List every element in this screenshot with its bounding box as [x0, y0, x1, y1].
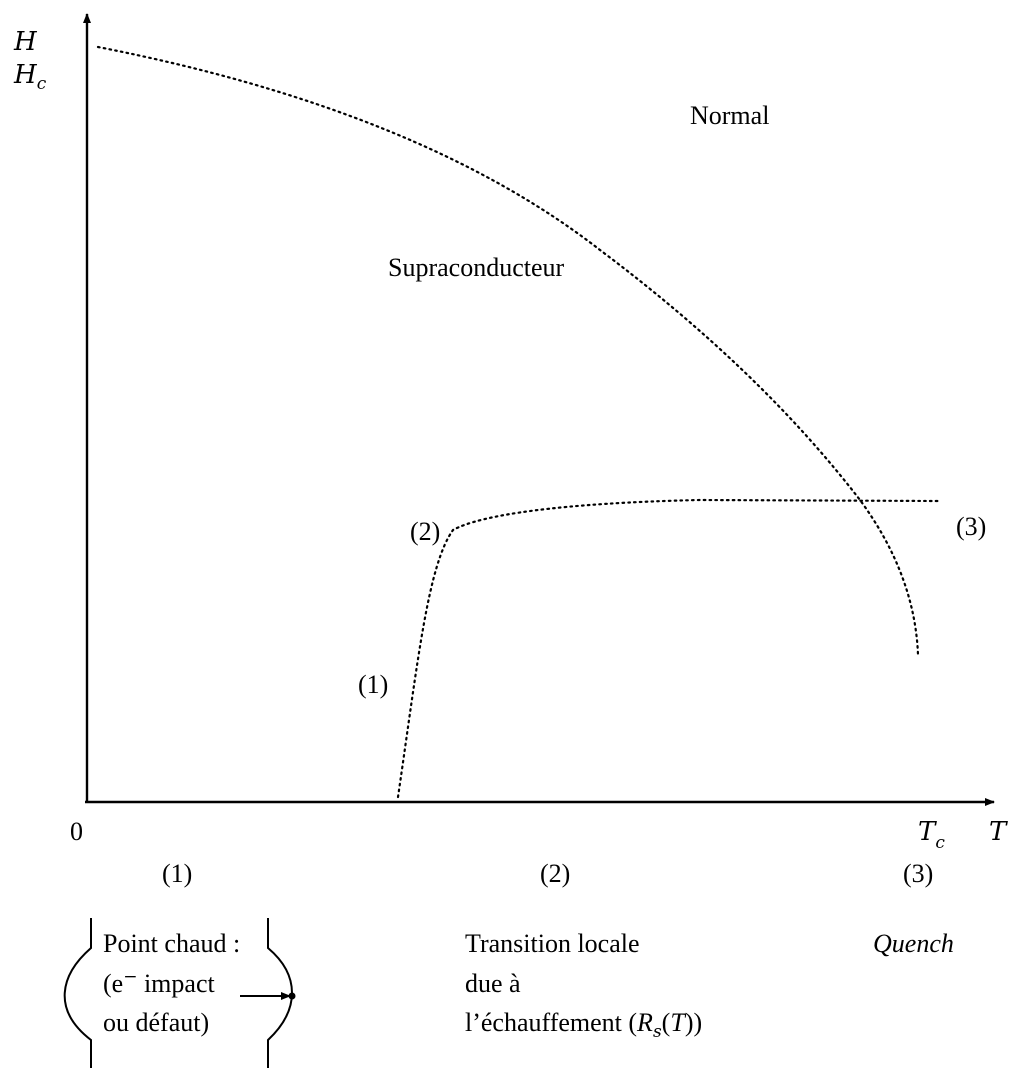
- stage-1-number: (1): [162, 859, 192, 888]
- stage-1-line-1: Point chaud :: [103, 929, 240, 958]
- stage-3-number: (3): [903, 859, 933, 888]
- hot-spot-sketch: [63, 918, 296, 1068]
- curve-marker-2: (2): [410, 517, 440, 546]
- x-axis-label-tc: Tc: [918, 817, 945, 853]
- impact-point: [288, 992, 296, 1000]
- cavity-left-wall: [63, 918, 92, 1068]
- curve-marker-1: (1): [358, 670, 388, 699]
- cavity-right-wall: [267, 918, 293, 1068]
- y-axis-label-hc: Hc: [13, 60, 47, 94]
- x-axis-label-t: T: [989, 817, 1008, 847]
- stage-2-line-1: Transition locale: [465, 929, 640, 958]
- region-normal-label: Normal: [690, 101, 769, 130]
- stage-1-line-2: (e− impact: [103, 967, 215, 998]
- origin-label: 0: [70, 817, 83, 846]
- curve-marker-3: (3): [956, 512, 986, 541]
- thermal-path-curve: [396, 498, 940, 799]
- stage-1-line-3: ou défaut): [103, 1008, 209, 1037]
- stage-3-line-1: Quench: [873, 929, 954, 958]
- stage-2-line-2: due à: [465, 969, 521, 998]
- stage-2-line-3: l’échauffement (Rs(T)): [465, 1008, 702, 1042]
- critical-field-curve: [96, 45, 920, 657]
- stage-2-number: (2): [540, 859, 570, 888]
- region-supra-label: Supraconducteur: [388, 253, 565, 282]
- y-axis-label-h: H: [13, 27, 38, 57]
